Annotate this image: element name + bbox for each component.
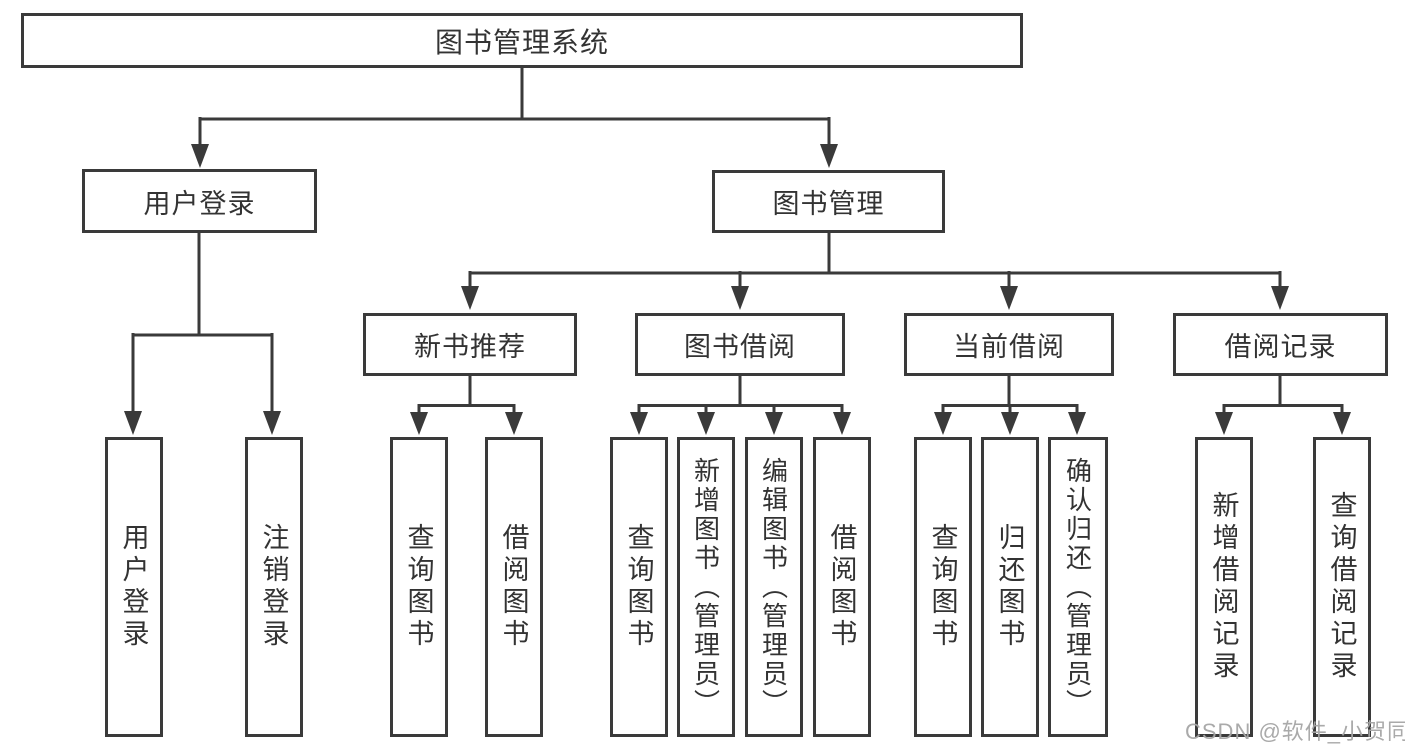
leaf-query-books-recommend-label: 查询图书 — [403, 523, 434, 651]
leaf-confirm-return-admin: 确认归还（管理员） — [1048, 437, 1108, 737]
leaf-borrow-books-recommend: 借阅图书 — [485, 437, 543, 737]
node-current-borrowing: 当前借阅 — [904, 313, 1114, 376]
leaf-user-login: 用户登录 — [105, 437, 163, 737]
arrowhead-confirm-return — [1068, 412, 1086, 435]
arrowhead-query-books-2 — [630, 412, 648, 435]
node-borrowing-records: 借阅记录 — [1173, 313, 1388, 376]
connector-book-borrowing-children — [637, 376, 844, 414]
leaf-user-login-label: 用户登录 — [118, 523, 149, 651]
node-book-management: 图书管理 — [712, 170, 945, 233]
watermark: CSDN @软件_小贺同学 — [1185, 719, 1405, 744]
arrowhead-new-book-recommendation — [461, 286, 479, 310]
leaf-add-books-admin-label: 新增图书（管理员） — [690, 456, 721, 718]
node-user-login-label: 用户登录 — [143, 188, 256, 219]
leaf-query-books-current-label: 查询图书 — [927, 523, 958, 651]
arrowhead-add-books — [697, 412, 715, 435]
node-borrowing-records-label: 借阅记录 — [1224, 332, 1337, 362]
connector-root-to-level2 — [198, 66, 831, 146]
arrowhead-borrowing-records — [1271, 286, 1289, 310]
arrowhead-borrow-books-2 — [833, 412, 851, 435]
leaf-add-borrow-record: 新增借阅记录 — [1195, 437, 1253, 737]
connector-book-management-modules — [468, 233, 1282, 288]
leaf-return-books: 归还图书 — [981, 437, 1039, 737]
arrowhead-query-books-3 — [934, 412, 952, 435]
arrowhead-book-management — [820, 144, 838, 168]
leaf-return-books-label: 归还图书 — [994, 523, 1025, 651]
node-current-borrowing-label: 当前借阅 — [953, 332, 1065, 362]
leaf-query-books-borrowing-label: 查询图书 — [623, 523, 654, 651]
connector-user-login-children — [131, 233, 274, 413]
node-library-system-label: 图书管理系统 — [434, 26, 609, 58]
arrowhead-query-books-1 — [410, 412, 428, 435]
arrowhead-query-borrow-record — [1333, 412, 1351, 435]
arrowhead-return-books — [1001, 412, 1019, 435]
connector-current-borrowing-children — [941, 376, 1079, 414]
leaf-edit-books-admin-label: 编辑图书（管理员） — [758, 456, 789, 718]
arrowhead-current-borrowing — [1000, 286, 1018, 310]
leaf-query-books-borrowing: 查询图书 — [610, 437, 668, 737]
leaf-add-borrow-record-label: 新增借阅记录 — [1208, 491, 1239, 683]
leaf-query-books-current: 查询图书 — [914, 437, 972, 737]
node-book-borrowing: 图书借阅 — [635, 313, 845, 376]
arrowhead-edit-books — [765, 412, 783, 435]
node-new-book-recommendation: 新书推荐 — [363, 313, 577, 376]
leaf-query-books-recommend: 查询图书 — [390, 437, 448, 737]
leaf-logout-label: 注销登录 — [258, 523, 289, 651]
arrowhead-borrow-books-1 — [505, 412, 523, 435]
arrowhead-leaf-user-login — [124, 411, 142, 435]
leaf-edit-books-admin: 编辑图书（管理员） — [745, 437, 803, 737]
leaf-confirm-return-admin-label: 确认归还（管理员） — [1062, 456, 1093, 718]
node-new-book-recommendation-label: 新书推荐 — [414, 332, 526, 362]
node-library-system: 图书管理系统 — [21, 13, 1023, 68]
node-user-login: 用户登录 — [82, 169, 317, 233]
leaf-logout: 注销登录 — [245, 437, 303, 737]
arrowhead-book-borrowing — [731, 286, 749, 310]
node-book-borrowing-label: 图书借阅 — [684, 332, 796, 362]
arrowhead-user-login — [191, 144, 209, 168]
arrowhead-leaf-logout — [263, 411, 281, 435]
leaf-query-borrow-record: 查询借阅记录 — [1313, 437, 1371, 737]
leaf-add-books-admin: 新增图书（管理员） — [677, 437, 735, 737]
leaf-borrow-books-recommend-label: 借阅图书 — [498, 523, 529, 651]
leaf-borrow-books-borrowing-label: 借阅图书 — [826, 523, 857, 651]
leaf-borrow-books-borrowing: 借阅图书 — [813, 437, 871, 737]
leaf-query-borrow-record-label: 查询借阅记录 — [1326, 491, 1357, 683]
node-book-management-label: 图书管理 — [772, 189, 885, 219]
connector-borrowing-records-children — [1222, 376, 1344, 414]
arrowhead-add-borrow-record — [1215, 412, 1233, 435]
connector-new-book-children — [417, 376, 516, 414]
